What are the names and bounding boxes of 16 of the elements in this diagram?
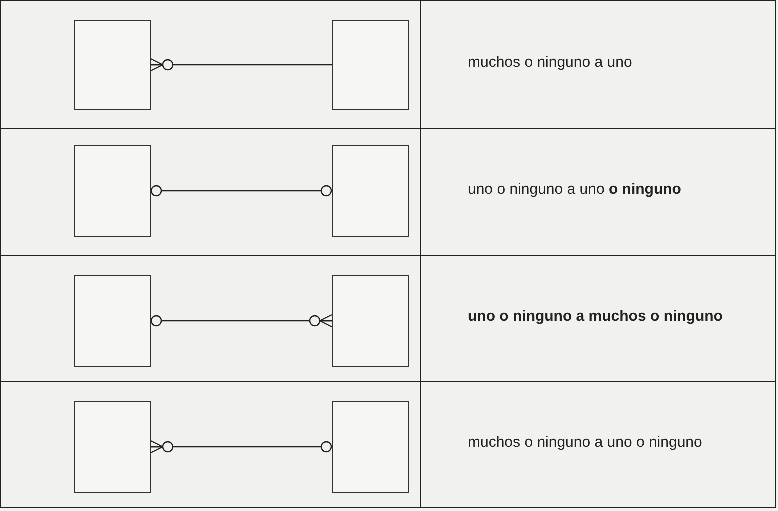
entity-box <box>332 20 409 110</box>
relationship-line <box>150 58 332 72</box>
entity-box <box>74 145 151 237</box>
relationship-line <box>150 314 333 328</box>
cardinality-description: muchos o ninguno a uno <box>468 53 634 72</box>
relationship-line <box>150 440 332 454</box>
entity-box <box>332 145 409 237</box>
cardinality-description: muchos o ninguno a uno o ninguno <box>468 433 704 452</box>
entity-box <box>74 401 151 493</box>
entity-box <box>332 401 409 493</box>
cardinality-description: uno o ninguno a uno o ninguno <box>468 180 682 199</box>
entity-box <box>332 275 409 367</box>
relationship-line <box>150 185 332 197</box>
entity-box <box>74 275 151 367</box>
entity-box <box>74 20 151 110</box>
cardinality-description: uno o ninguno a muchos o ninguno <box>468 307 724 326</box>
